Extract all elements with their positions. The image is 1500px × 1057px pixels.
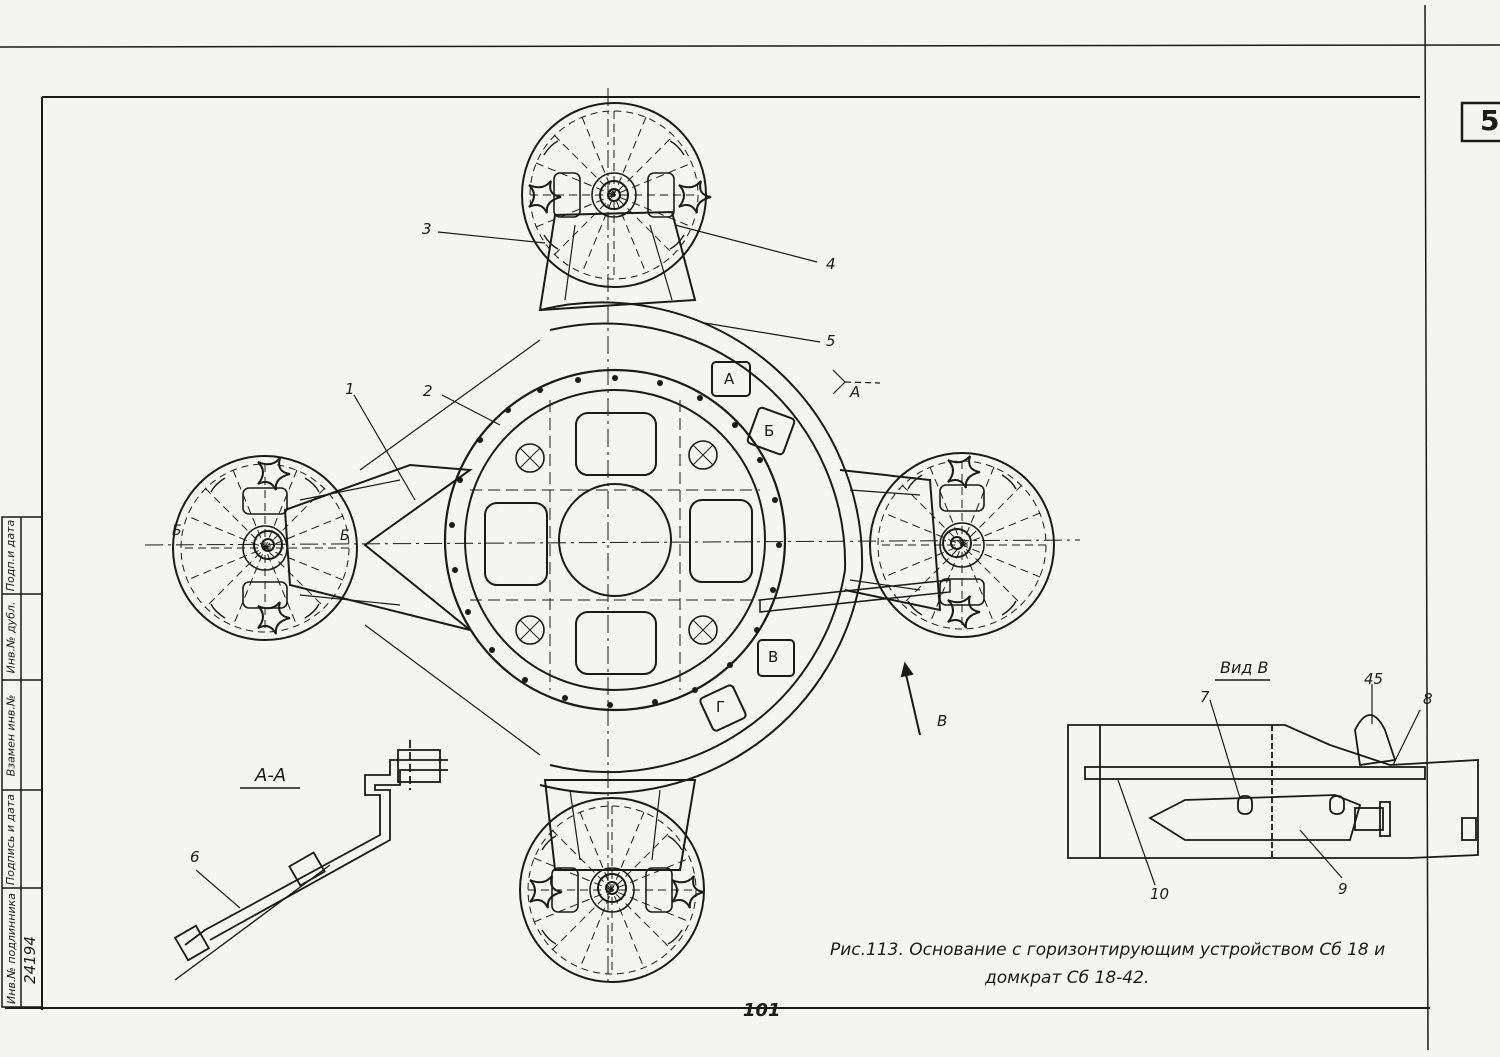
section-b-right-marker: Б [340,528,350,544]
callout-5: 5 [826,332,836,350]
support-wheel-top [521,102,712,288]
base-plan-drawing [144,88,1081,985]
stamp-cell-replacement-inv: Взамен инв.№ [4,694,18,776]
leader-lines [353,224,881,501]
stamp-cell-signature-date: Подпись и дата [4,793,18,885]
callout-1: 1 [345,380,355,398]
panel-label-a: А [724,370,735,388]
callout-3: 3 [422,220,432,238]
section-aa-title: А-А [255,765,287,786]
callout-45: 45 [1364,670,1384,688]
view-b-drawing [1067,679,1479,886]
stamp-cell-duplicate-inv: Инв.№ дубл. [4,601,18,673]
leveling-ring [539,301,864,795]
center-lines [144,88,1081,985]
section-aa-drawing [173,740,448,981]
callout-9: 9 [1338,880,1348,898]
callout-4: 4 [826,255,836,273]
figure-caption-line1: Рис.113. Основание с горизонтирующим уст… [830,940,1386,960]
trefoil-icon [947,455,981,629]
stamp-cell-sign-date: Подп.и дата [4,519,18,592]
side-stamp-frame [1,516,43,1008]
figure-caption-line2: домкрат Сб 18-42. [985,968,1150,988]
support-wheel-left [172,455,358,641]
base-arms [283,210,951,871]
view-b-arrow-label: В [937,712,948,730]
panel-label-b: Б [764,422,775,440]
callout-6: 6 [190,848,200,866]
stamp-cell-original-inv: Инв.№ подлинника [4,892,18,1004]
sheet-frame [0,4,1500,1051]
trefoil-icon [529,875,705,909]
trefoil-icon [257,457,291,635]
support-wheel-bottom [519,797,705,983]
panel-label-v: В [768,648,779,666]
callout-8: 8 [1423,690,1433,708]
corner-sheet-mark: 5 [1480,104,1500,137]
callout-10: 10 [1150,885,1170,903]
panel-label-g: Г [716,698,726,716]
page-number: 101 [743,1000,781,1021]
ring-panels [699,361,796,732]
support-wheel-right [869,452,1055,638]
central-ring [443,368,787,712]
section-b-left-marker: Б [172,523,182,539]
wheel-hubs [253,180,972,903]
stamp-inventory-number: 24194 [21,936,39,984]
trefoil-icon [528,180,712,214]
callout-7: 7 [1200,688,1210,706]
callout-2: 2 [423,382,433,400]
view-b-title: Вид В [1220,658,1269,677]
section-a-marker: А [850,383,861,401]
view-b-arrow [900,661,921,736]
